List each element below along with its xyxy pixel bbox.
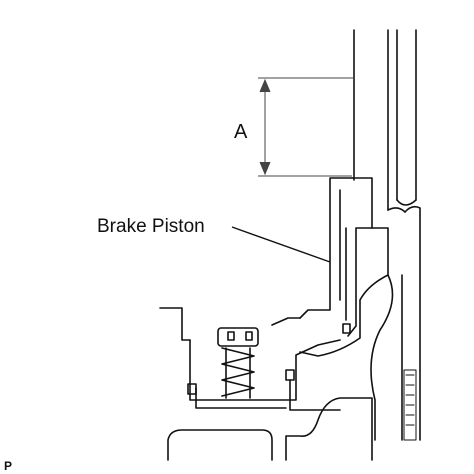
dimension-a xyxy=(258,77,354,177)
brake-piston-leader xyxy=(231,226,331,263)
shaft-outline xyxy=(353,29,421,441)
corner-label: P xyxy=(4,459,12,473)
lower-ring xyxy=(167,397,373,461)
housing xyxy=(159,227,403,441)
dimension-label: A xyxy=(234,121,248,143)
return-spring xyxy=(187,327,295,399)
brake-piston-body xyxy=(299,177,373,337)
hatched-detail xyxy=(403,369,417,441)
part-label: Brake Piston xyxy=(97,216,205,237)
